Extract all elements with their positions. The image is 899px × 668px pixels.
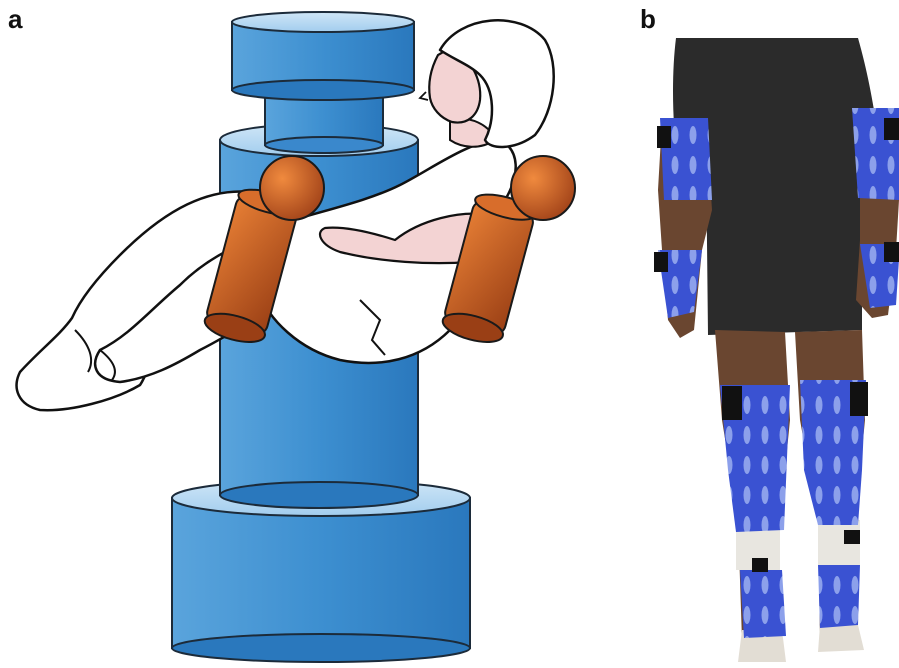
panel-b-body-sensors [654, 38, 899, 662]
sensor-module [722, 386, 742, 420]
robot-head-cylinder [232, 12, 414, 100]
right-foot [818, 625, 864, 652]
sensor-module [844, 530, 860, 544]
robot-neck-cylinder [265, 95, 383, 153]
panel-a-robot-diagram [17, 12, 575, 662]
person-head [420, 20, 554, 147]
sensor-module [657, 126, 671, 148]
sensor-module [884, 242, 899, 262]
left-ankle-sensor [740, 570, 786, 638]
right-ankle-sensor [818, 565, 860, 628]
sensor-module [884, 118, 899, 140]
sensor-module [752, 558, 768, 572]
sensor-module [654, 252, 668, 272]
sensor-module [850, 382, 868, 416]
